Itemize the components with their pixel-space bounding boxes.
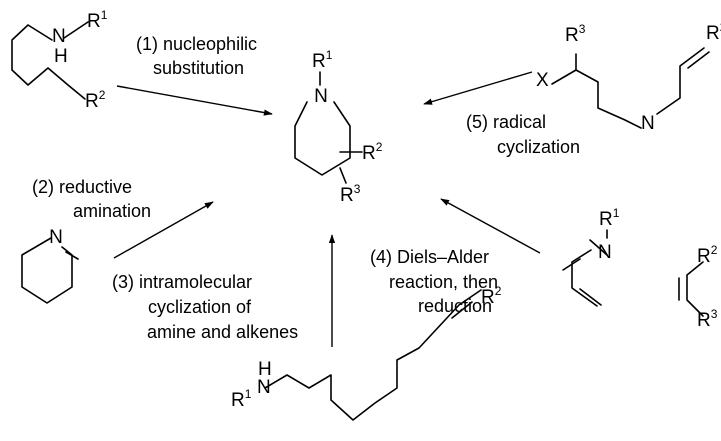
substrate-1-r2: R2 <box>85 88 106 112</box>
product-r3: R3 <box>340 182 361 206</box>
substrate-2-imine: N <box>21 227 79 304</box>
alkene-r2: R2 <box>697 243 718 267</box>
substrate-5-bonds <box>575 53 642 129</box>
substrate-3-bonds <box>264 289 482 421</box>
arrow-route-1 <box>116 85 273 116</box>
substrate-5-c-x-bond <box>551 69 577 85</box>
substrate-1-n-r1-bond <box>63 21 89 39</box>
substrate-4-azadiene: N R1 <box>562 206 620 307</box>
product-r3-bond <box>339 167 347 184</box>
azadiene-chain <box>571 249 598 307</box>
route-1-label: (1) nucleophilic substitution <box>136 34 262 78</box>
alkene-bonds <box>686 261 704 317</box>
substrate-1-r1: R1 <box>87 8 108 32</box>
azadiene-c-c-double-bond <box>579 288 602 306</box>
substrate-2-ring-bonds <box>21 237 73 304</box>
substrate-5-nitrogen: N <box>641 113 655 134</box>
substrate-3-hydrogen: H <box>258 359 272 380</box>
substrate-3: H N R1 R2 <box>231 284 502 421</box>
azadiene-bonds <box>589 239 608 256</box>
substrate-5-allyl-bonds <box>656 47 705 115</box>
product-piperidine: N R1 R2 R3 <box>294 48 383 206</box>
substrate-3-double-bond <box>451 301 473 319</box>
substrate-5-r2: R2 <box>706 20 721 44</box>
substrate-1-nitrogen: N <box>52 26 66 47</box>
substrate-1-hydrogen: H <box>54 46 68 67</box>
product-r1: R1 <box>312 48 333 72</box>
substrate-3-nitrogen: N <box>257 377 271 398</box>
route-4-label: (4) Diels–Alder reaction, then reduction <box>370 247 503 316</box>
arrow-route-4 <box>440 198 541 254</box>
substrate-3-r2: R2 <box>481 284 502 308</box>
product-ring-bonds <box>294 101 351 176</box>
substrate-1-bonds <box>11 24 86 100</box>
azadiene-nitrogen: N <box>598 242 612 263</box>
substrate-5: R3 X N R2 <box>536 20 721 134</box>
substrate-4-alkene: R2 R3 <box>678 243 718 331</box>
substrate-5-double-bond <box>687 51 710 69</box>
alkene-r3: R3 <box>697 307 718 331</box>
arrow-route-5 <box>423 71 533 105</box>
azadiene-r1: R1 <box>599 206 620 230</box>
substrate-3-r1: R1 <box>231 387 252 411</box>
substrate-1: N H R1 R2 <box>11 8 108 112</box>
route-5-label: (5) radical cyclization <box>466 112 580 157</box>
product-r2: R2 <box>362 140 383 164</box>
azadiene-c-n-double-bond <box>562 258 581 271</box>
substrate-2-double-bond <box>65 251 79 260</box>
route-2-label: (2) reductive amination <box>32 177 151 221</box>
substrate-5-x: X <box>536 70 549 91</box>
product-nitrogen: N <box>314 86 328 107</box>
arrow-route-2 <box>113 201 214 259</box>
substrate-5-r3: R3 <box>565 22 586 46</box>
substrate-2-nitrogen: N <box>49 227 63 248</box>
route-3-label: (3) intramolecular cyclization of amine … <box>112 272 298 342</box>
